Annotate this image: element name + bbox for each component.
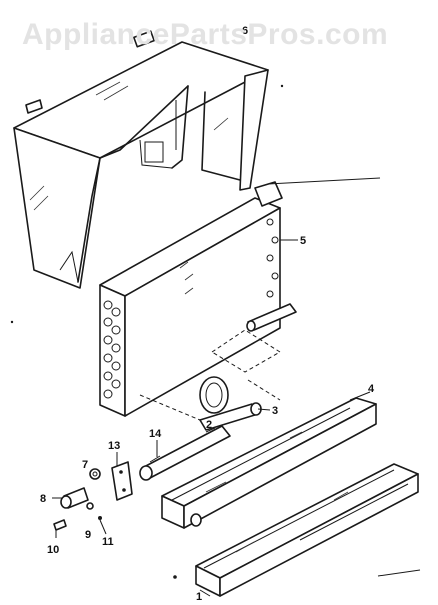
stray-dot: [10, 320, 14, 324]
callout-8: 8: [40, 493, 46, 505]
callout-9: 9: [85, 529, 91, 541]
callout-1: 1: [196, 591, 202, 600]
upper-drain-pan: [161, 391, 377, 529]
callout-13: 13: [108, 440, 120, 452]
fasteners: [52, 468, 107, 538]
heater-tube: [199, 402, 271, 431]
callout-2: 2: [206, 419, 212, 431]
callout-3: 3: [272, 405, 278, 417]
callout-4: 4: [368, 383, 375, 395]
stray-dot: [280, 84, 284, 88]
condenser-coil: [99, 177, 381, 421]
coil-fitting: [199, 376, 229, 414]
callout-14: 14: [149, 428, 162, 440]
mounting-plate: [111, 452, 133, 501]
callout-6: 6: [242, 25, 248, 37]
element-rod: [139, 425, 231, 481]
lower-base-pan: [173, 463, 421, 597]
callout-11: 11: [102, 536, 114, 548]
callout-10: 10: [47, 544, 59, 556]
callout-7: 7: [82, 459, 88, 471]
callout-5: 5: [300, 235, 306, 247]
cabinet-housing: [13, 30, 269, 289]
